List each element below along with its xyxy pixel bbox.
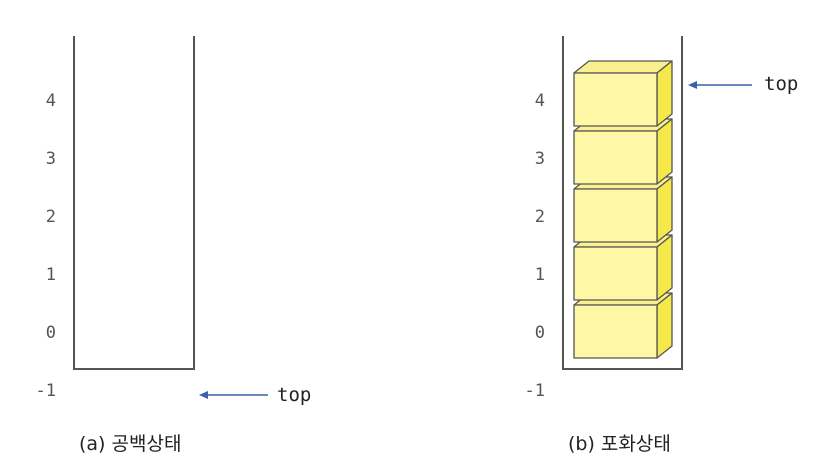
stack-item-4: [573, 60, 673, 127]
stack-container: [562, 36, 683, 370]
index-label-0: 0: [535, 323, 545, 343]
box-front-face: [573, 188, 658, 243]
index-label-2: 2: [46, 207, 56, 227]
box-front-face: [573, 130, 658, 185]
stack-item-2: [573, 176, 673, 243]
stack-container: [73, 36, 195, 370]
box-side-face: [656, 60, 673, 127]
top-arrow-head: [688, 81, 697, 89]
top-pointer: top: [199, 384, 311, 406]
top-pointer: top: [688, 73, 798, 95]
stack-item-1: [573, 234, 673, 301]
box-side-face: [656, 292, 673, 359]
top-label: top: [764, 73, 798, 95]
index-label-3: 3: [46, 149, 56, 169]
box-side-face: [656, 234, 673, 301]
index-label-minus-1: -1: [36, 381, 56, 401]
box-front-face: [573, 72, 658, 127]
panel-full-stack: 4 3 2 1 0 -1 top (b) 포화상태: [525, 36, 798, 455]
index-label-minus-1: -1: [525, 381, 545, 401]
panel-empty-stack: 4 3 2 1 0 -1 top (a) 공백상태: [36, 36, 311, 455]
top-label: top: [277, 384, 311, 406]
index-label-4: 4: [46, 91, 56, 111]
index-label-2: 2: [535, 207, 545, 227]
box-side-face: [656, 118, 673, 185]
panel-caption: (b) 포화상태: [568, 433, 671, 455]
box-front-face: [573, 304, 658, 359]
stack-items: [573, 60, 673, 359]
box-top-face: [573, 60, 673, 74]
box-side-face: [656, 176, 673, 243]
panel-caption: (a) 공백상태: [79, 433, 181, 455]
index-label-4: 4: [535, 91, 545, 111]
stack-item-3: [573, 118, 673, 185]
top-arrow-head: [199, 391, 208, 399]
box-front-face: [573, 246, 658, 301]
index-label-3: 3: [535, 149, 545, 169]
stack-item-0: [573, 292, 673, 359]
index-label-1: 1: [535, 265, 545, 285]
index-label-0: 0: [46, 323, 56, 343]
index-label-1: 1: [46, 265, 56, 285]
